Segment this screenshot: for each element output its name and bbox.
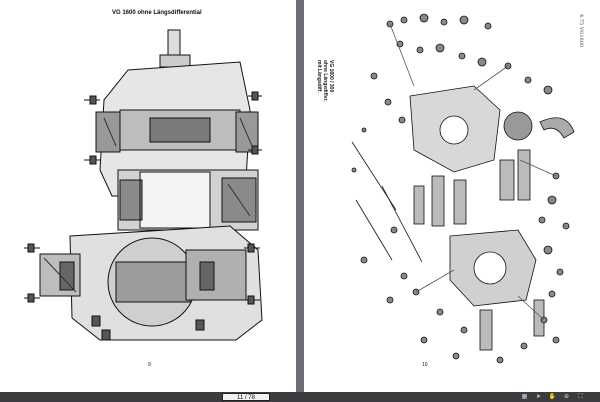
- hand-icon[interactable]: ✋: [548, 393, 557, 400]
- page-number: 10: [422, 362, 428, 368]
- fullscreen-icon[interactable]: ⛶: [578, 393, 583, 400]
- page-title: VG 1600 ohne Längsdifferential: [112, 10, 202, 16]
- document-page-right: VG 1600 / 300 ohne Längsdiffer. mit Läng…: [304, 0, 600, 392]
- zoom-icon[interactable]: ⊕: [563, 393, 570, 400]
- exploded-view-drawing: [351, 13, 575, 364]
- thumbnails-icon[interactable]: ▦: [521, 393, 528, 400]
- viewer-toolbar: [0, 392, 600, 402]
- page-number: 9: [148, 362, 151, 368]
- document-page-left: VG 1600 ohne Längsdifferential: [0, 0, 296, 392]
- pointer-icon[interactable]: ➤: [535, 393, 542, 400]
- gearbox-cross-section-drawing: [24, 29, 263, 341]
- page-indicator[interactable]: 11 / 78: [222, 393, 270, 401]
